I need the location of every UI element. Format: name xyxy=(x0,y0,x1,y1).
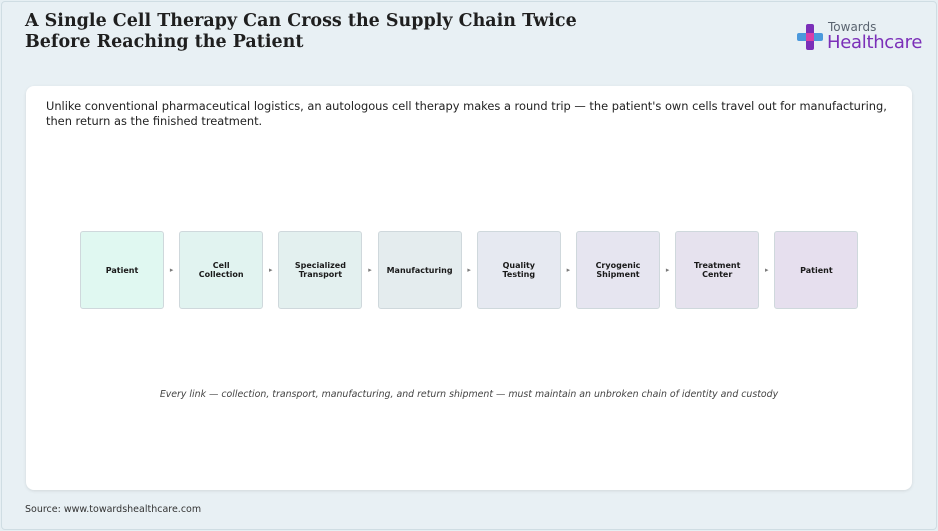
logo-wordmark-top: Towards xyxy=(828,20,877,34)
logo-wordmark-main: Healthcare xyxy=(827,32,923,53)
flow-arrow-icon: ▸ xyxy=(467,266,471,274)
content-panel: Unlike conventional pharmaceutical logis… xyxy=(26,86,912,490)
flow-step: Patient xyxy=(80,231,164,309)
flow-arrow-icon: ▸ xyxy=(765,266,769,274)
intro-text: Unlike conventional pharmaceutical logis… xyxy=(46,99,887,128)
flow-arrow-icon: ▸ xyxy=(665,266,670,274)
page-title: A Single Cell Therapy Can Cross the Supp… xyxy=(25,11,577,52)
footnote: Every link — collection, transport, manu… xyxy=(159,389,779,400)
flow-arrow-icon: ▸ xyxy=(269,266,273,274)
towards-healthcare-logo: Towards Healthcare xyxy=(796,20,926,56)
source-text: Source: www.towardshealthcare.com xyxy=(25,504,202,515)
flow-step: Patient xyxy=(774,231,859,309)
flow-arrow-icon: ▸ xyxy=(566,266,571,274)
flow-arrow-icon: ▸ xyxy=(169,266,174,274)
cross-icon xyxy=(797,24,823,50)
flow-step: Manufacturing xyxy=(377,231,462,309)
flow-arrow-icon: ▸ xyxy=(368,266,372,274)
